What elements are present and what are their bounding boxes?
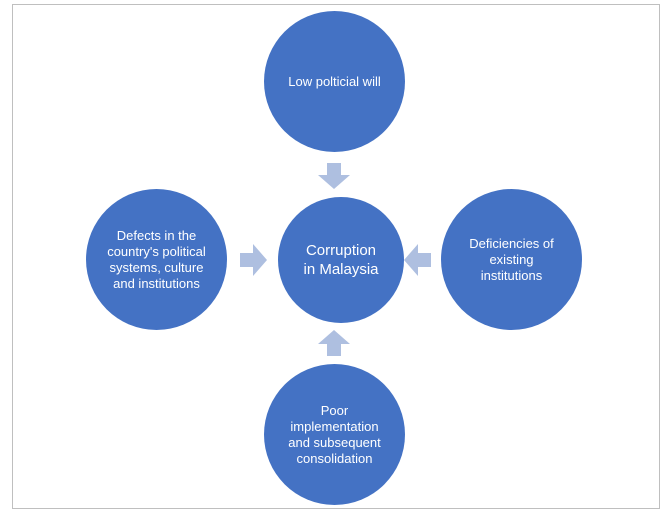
cause-label-top: Low polticial will — [288, 73, 381, 89]
cause-label-right: Deficiencies of existing institutions — [469, 235, 554, 283]
cause-node-poor-implementation: Poor implementation and subsequent conso… — [264, 364, 405, 505]
center-node-corruption: Corruption in Malaysia — [278, 197, 404, 323]
cause-label-left: Defects in the country's political syste… — [107, 227, 206, 291]
arrow-left-icon — [404, 244, 431, 276]
cause-node-institution-deficiencies: Deficiencies of existing institutions — [441, 189, 582, 330]
cause-node-low-political-will: Low polticial will — [264, 11, 405, 152]
arrow-right-icon — [240, 244, 267, 276]
arrow-down-icon — [318, 163, 350, 189]
arrow-up-icon — [318, 330, 350, 356]
cause-label-bottom: Poor implementation and subsequent conso… — [288, 402, 381, 466]
center-label: Corruption in Malaysia — [303, 242, 379, 278]
cause-node-political-system-defects: Defects in the country's political syste… — [86, 189, 227, 330]
